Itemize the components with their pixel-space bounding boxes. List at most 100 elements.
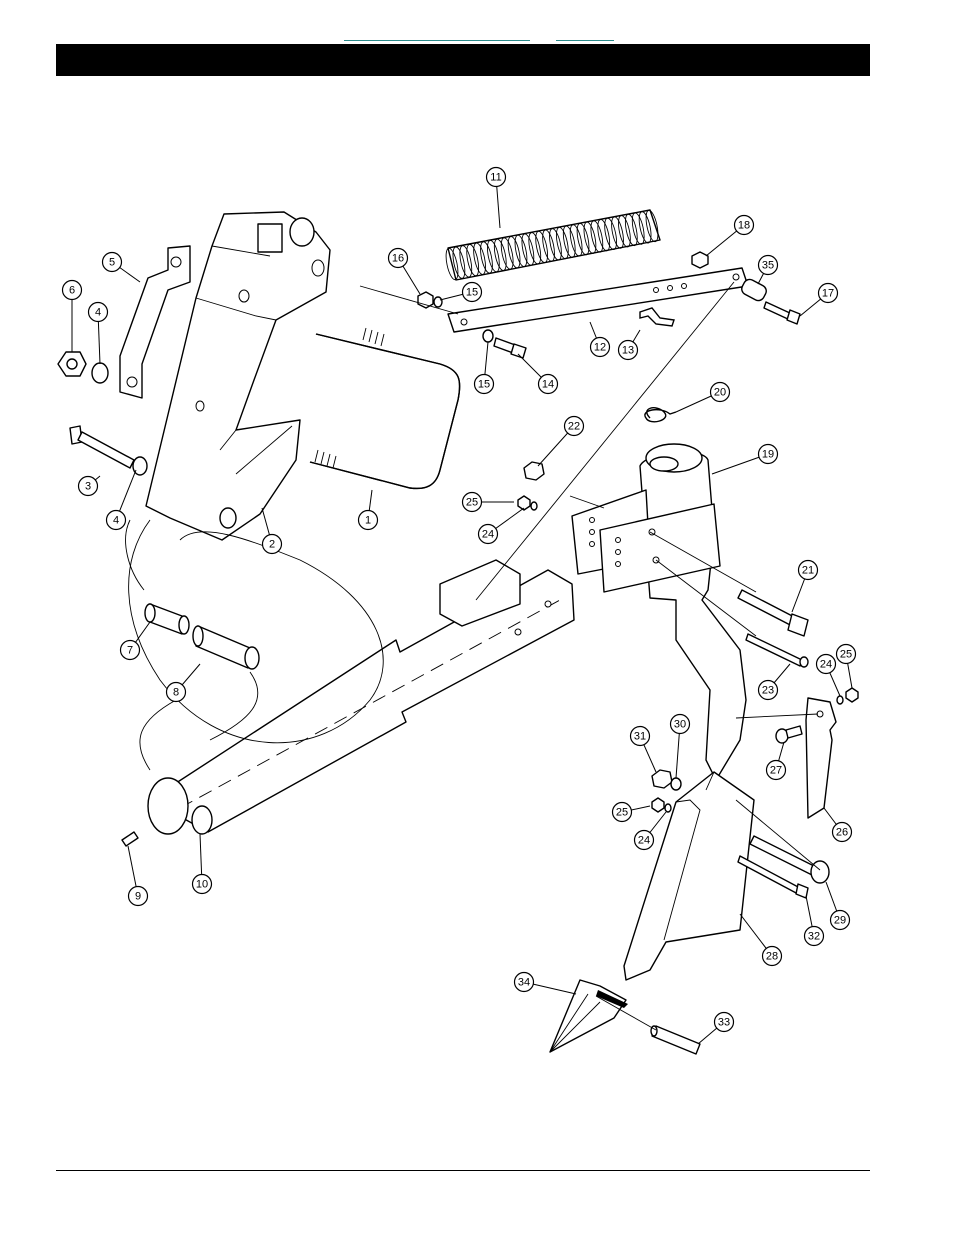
- callout-number: 17: [822, 288, 834, 300]
- callout-17: 17: [800, 284, 838, 317]
- shield-26-part: [806, 698, 836, 818]
- frame-tube-part: [148, 560, 574, 834]
- callout-25: 25: [463, 493, 515, 512]
- callout-number: 15: [466, 287, 478, 299]
- u-bolt-part: [310, 328, 460, 488]
- bolt-23-part: [746, 634, 808, 667]
- nut-25-right-part: [846, 688, 858, 702]
- callout-25: 25: [837, 645, 856, 689]
- callout-number: 3: [85, 481, 91, 493]
- callout-number: 16: [392, 253, 404, 265]
- boot-28-part: [624, 772, 754, 980]
- washer-24-right-part: [837, 696, 843, 704]
- bolt-27-part: [776, 726, 802, 743]
- callout-number: 10: [196, 879, 208, 891]
- nut-31-part: [652, 770, 672, 788]
- pin-33-part: [651, 1026, 700, 1054]
- pin-29-part: [750, 836, 829, 883]
- callout-19: 19: [712, 445, 778, 475]
- callout-number: 24: [820, 659, 832, 671]
- callout-23: 23: [759, 664, 791, 700]
- callout-2: 2: [262, 508, 282, 554]
- callout-27: 27: [767, 742, 786, 780]
- callout-number: 2: [269, 539, 275, 551]
- callout-number: 23: [762, 685, 774, 697]
- callout-number: 28: [766, 951, 778, 963]
- callout-18: 18: [706, 216, 754, 257]
- callout-number: 7: [127, 645, 133, 657]
- callout-number: 21: [802, 565, 814, 577]
- washer-24-lower-part: [665, 804, 671, 812]
- callout-number: 30: [674, 719, 686, 731]
- callout-32: 32: [805, 896, 824, 946]
- spring-bar-part: [448, 268, 748, 332]
- clip-13-part: [640, 308, 674, 326]
- grease-fitting-part: [122, 832, 138, 846]
- bolt-3-part: [70, 426, 147, 475]
- callout-4: 4: [107, 470, 137, 530]
- callout-24: 24: [479, 508, 525, 544]
- callout-15: 15: [475, 342, 494, 394]
- callout-24: 24: [817, 655, 841, 697]
- callout-34: 34: [515, 973, 577, 995]
- callout-number: 9: [135, 891, 141, 903]
- callout-16: 16: [389, 249, 421, 295]
- shank-19-part: [640, 444, 746, 780]
- callout-number: 26: [836, 827, 848, 839]
- callout-number: 5: [109, 257, 115, 269]
- callout-number: 33: [718, 1017, 730, 1029]
- callout-number: 8: [173, 687, 179, 699]
- callout-number: 12: [594, 342, 606, 354]
- callout-8: 8: [167, 664, 201, 702]
- callout-31: 31: [631, 727, 657, 773]
- callout-number: 4: [95, 307, 101, 319]
- bolt-17-part: [764, 302, 800, 324]
- callout-3: 3: [79, 476, 101, 496]
- washer-4-top-part: [92, 363, 108, 383]
- washer-24-upper-part: [531, 502, 537, 510]
- callout-14: 14: [518, 354, 558, 394]
- callout-number: 27: [770, 765, 782, 777]
- callout-20: 20: [676, 383, 730, 413]
- callout-number: 35: [762, 260, 774, 272]
- callout-number: 15: [478, 379, 490, 391]
- callout-number: 13: [622, 345, 634, 357]
- nut-6-part: [58, 352, 86, 376]
- callout-5: 5: [103, 253, 141, 283]
- callout-number: 19: [762, 449, 774, 461]
- callout-number: 18: [738, 220, 750, 232]
- callout-number: 24: [638, 835, 650, 847]
- callout-15: 15: [440, 283, 482, 302]
- callout-number: 32: [808, 931, 820, 943]
- callout-24: 24: [635, 812, 667, 850]
- nut-25-upper-part: [518, 496, 530, 510]
- callout-4: 4: [89, 303, 108, 365]
- washer-30-part: [671, 778, 681, 790]
- bolt-14-part: [483, 330, 526, 358]
- callout-9: 9: [128, 846, 148, 906]
- nut-22-part: [524, 462, 544, 480]
- callout-number: 25: [466, 497, 478, 509]
- bushing-8-part: [193, 626, 259, 669]
- callout-number: 24: [482, 529, 494, 541]
- callout-number: 4: [113, 515, 119, 527]
- callout-26: 26: [824, 808, 852, 842]
- callout-1: 1: [359, 490, 378, 530]
- spring-clip-20-part: [645, 408, 676, 422]
- spring-part: [444, 209, 660, 280]
- callout-number: 29: [834, 915, 846, 927]
- callout-7: 7: [121, 622, 151, 660]
- callout-number: 14: [542, 379, 554, 391]
- callout-12: 12: [590, 322, 610, 357]
- callout-number: 11: [490, 172, 501, 184]
- callout-13: 13: [619, 330, 641, 360]
- callout-33: 33: [698, 1013, 734, 1045]
- callout-number: 25: [840, 649, 852, 661]
- callout-11: 11: [487, 168, 506, 229]
- callout-6: 6: [63, 281, 82, 353]
- nut-18-part: [692, 252, 708, 268]
- callout-number: 1: [365, 515, 371, 527]
- callout-35: 35: [758, 256, 778, 285]
- callout-25: 25: [613, 803, 651, 822]
